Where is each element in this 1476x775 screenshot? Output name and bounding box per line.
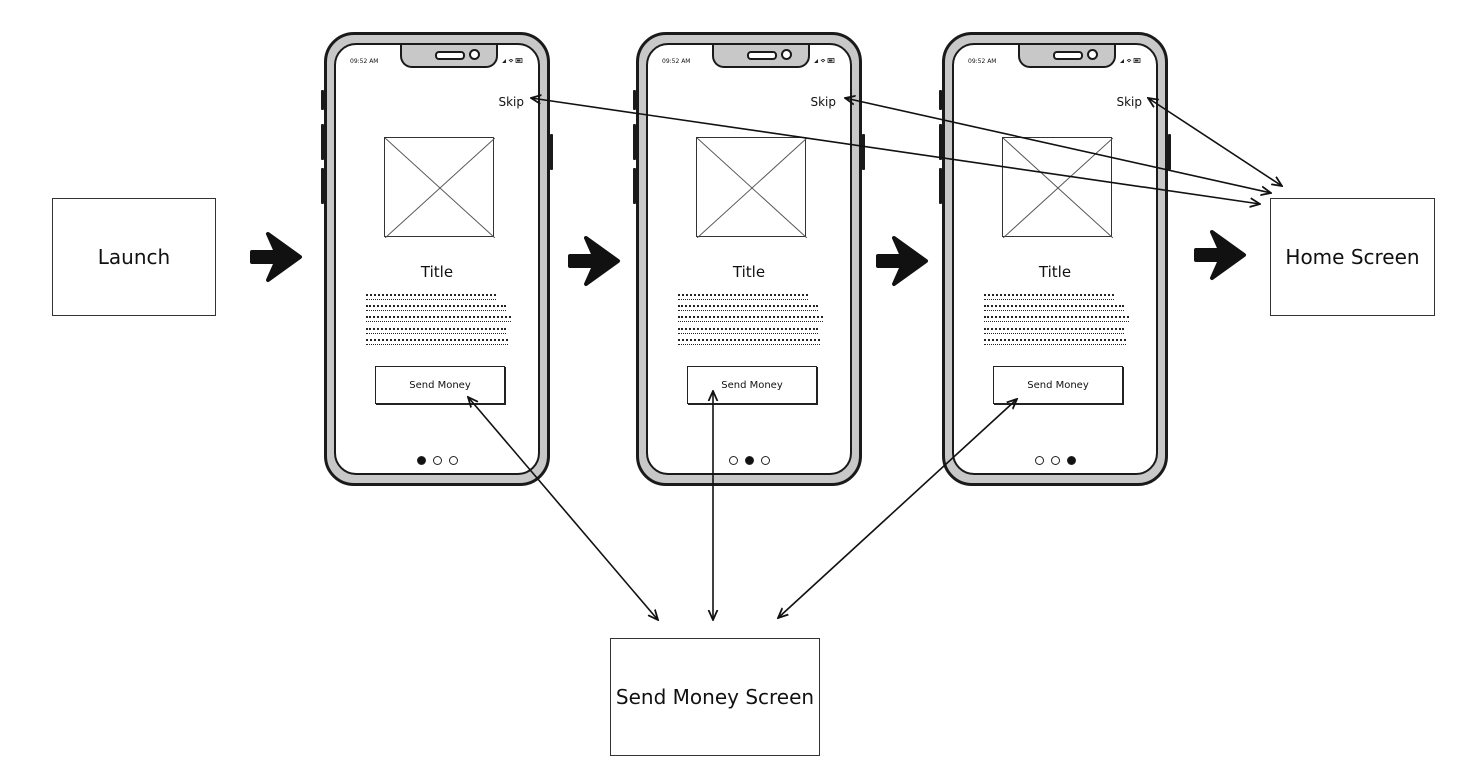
skip-link[interactable]: Skip: [1116, 95, 1142, 109]
onboarding-title: Title: [420, 263, 454, 281]
image-placeholder: [384, 137, 495, 238]
camera-icon: [469, 49, 480, 60]
camera-icon: [1087, 49, 1098, 60]
onboarding-title: Title: [732, 263, 766, 281]
phone-side-button: [862, 134, 865, 170]
flow-arrow-icon: [250, 232, 302, 282]
phone-notch: [712, 45, 810, 68]
page-dot[interactable]: [1034, 456, 1044, 465]
phone-side-button: [321, 168, 324, 204]
phone-side-button: [321, 124, 324, 160]
page-dot[interactable]: [728, 456, 738, 465]
flow-arrow-icon: [1194, 230, 1246, 280]
onboarding-phone-1: 09:52 AM Skip Title Send Money: [321, 32, 553, 486]
body-text-scribble: [678, 294, 823, 350]
image-placeholder: [696, 137, 807, 238]
phone-screen: 09:52 AM Skip Title Send Money: [952, 43, 1158, 475]
page-dot[interactable]: [1066, 456, 1076, 465]
status-icons: [1120, 57, 1142, 66]
page-dot[interactable]: [744, 456, 754, 465]
phone-side-button: [550, 134, 553, 170]
page-dot[interactable]: [760, 456, 770, 465]
status-time: 09:52 AM: [662, 58, 691, 65]
phone-notch: [1018, 45, 1116, 68]
flow-arrow-icon: [568, 236, 620, 286]
status-time: 09:52 AM: [350, 58, 379, 65]
image-placeholder: [1002, 137, 1113, 238]
speaker-icon: [435, 51, 465, 60]
onboarding-phone-3: 09:52 AM Skip Title Send Money: [939, 32, 1171, 486]
body-text-scribble: [984, 294, 1129, 350]
page-indicator: [648, 456, 850, 465]
body-text-scribble: [366, 294, 511, 350]
skip-link[interactable]: Skip: [498, 95, 524, 109]
launch-label: Launch: [97, 245, 171, 269]
page-indicator: [336, 456, 538, 465]
home-screen-label: Home Screen: [1285, 245, 1420, 269]
phone-screen: 09:52 AM Skip Title Send Money: [646, 43, 852, 475]
phone-side-button: [321, 90, 324, 110]
flow-arrow-icon: [876, 236, 928, 286]
phone-notch: [400, 45, 498, 68]
phone-side-button: [1168, 134, 1171, 170]
send-money-button[interactable]: Send Money: [687, 366, 817, 404]
page-indicator: [954, 456, 1156, 465]
status-time: 09:52 AM: [968, 58, 997, 65]
skip-link[interactable]: Skip: [810, 95, 836, 109]
speaker-icon: [1053, 51, 1083, 60]
onboarding-title: Title: [1038, 263, 1072, 281]
page-dot[interactable]: [416, 456, 426, 465]
page-dot[interactable]: [1050, 456, 1060, 465]
launch-box: Launch: [52, 198, 216, 316]
send-money-screen-box: Send Money Screen: [610, 638, 820, 756]
status-icons: [814, 57, 836, 66]
speaker-icon: [747, 51, 777, 60]
send-money-screen-label: Send Money Screen: [615, 685, 815, 709]
page-dot[interactable]: [432, 456, 442, 465]
page-dot[interactable]: [448, 456, 458, 465]
phone-screen: 09:52 AM Skip Title Send Money: [334, 43, 540, 475]
status-icons: [502, 57, 524, 66]
send-money-button[interactable]: Send Money: [375, 366, 505, 404]
send-money-button[interactable]: Send Money: [993, 366, 1123, 404]
home-screen-box: Home Screen: [1270, 198, 1435, 316]
onboarding-phone-2: 09:52 AM Skip Title Send Money: [633, 32, 865, 486]
camera-icon: [781, 49, 792, 60]
